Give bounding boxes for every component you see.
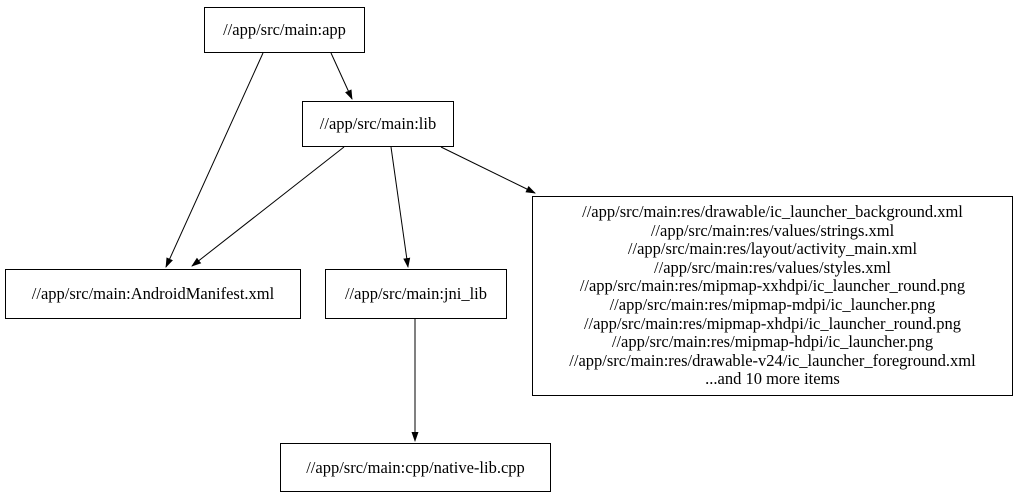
node-jni-lib: //app/src/main:jni_lib bbox=[325, 269, 507, 319]
res-item: //app/src/main:res/mipmap-xhdpi/ic_launc… bbox=[583, 313, 962, 333]
node-app: //app/src/main:app bbox=[204, 7, 365, 53]
res-item: //app/src/main:res/drawable-v24/ic_launc… bbox=[569, 350, 976, 370]
edge-lib-to-jni-lib bbox=[390, 146, 411, 268]
node-label: //app/src/main:cpp/native-lib.cpp bbox=[306, 457, 525, 477]
res-item: //app/src/main:res/values/strings.xml bbox=[650, 220, 895, 240]
node-label: //app/src/main:app bbox=[223, 20, 346, 39]
node-label: //app/src/main:jni_lib bbox=[344, 284, 488, 303]
node-native-lib-cpp: //app/src/main:cpp/native-lib.cpp bbox=[280, 443, 551, 492]
node-label: //app/src/main:AndroidManifest.xml bbox=[31, 284, 275, 303]
res-item: //app/src/main:res/mipmap-hdpi/ic_launch… bbox=[611, 332, 934, 352]
node-android-manifest: //app/src/main:AndroidManifest.xml bbox=[5, 269, 301, 319]
edge-app-to-lib bbox=[330, 52, 353, 100]
res-item: //app/src/main:res/drawable/ic_launcher_… bbox=[582, 202, 963, 222]
res-item: //app/src/main:res/mipmap-mdpi/ic_launch… bbox=[609, 295, 936, 314]
res-item: //app/src/main:res/mipmap-xxhdpi/ic_laun… bbox=[579, 276, 966, 296]
edge-lib-to-res-group bbox=[440, 146, 536, 194]
node-lib: //app/src/main:lib bbox=[302, 101, 454, 147]
edge-app-to-android-manifest bbox=[165, 52, 264, 268]
node-label: //app/src/main:lib bbox=[319, 114, 437, 133]
node-res-group: //app/src/main:res/drawable/ic_launcher_… bbox=[532, 196, 1013, 396]
res-item: //app/src/main:res/layout/activity_main.… bbox=[627, 239, 918, 259]
res-more-items: ...and 10 more items bbox=[705, 369, 840, 389]
edge-lib-to-android-manifest bbox=[191, 146, 345, 267]
res-item: //app/src/main:res/values/styles.xml bbox=[654, 257, 891, 277]
